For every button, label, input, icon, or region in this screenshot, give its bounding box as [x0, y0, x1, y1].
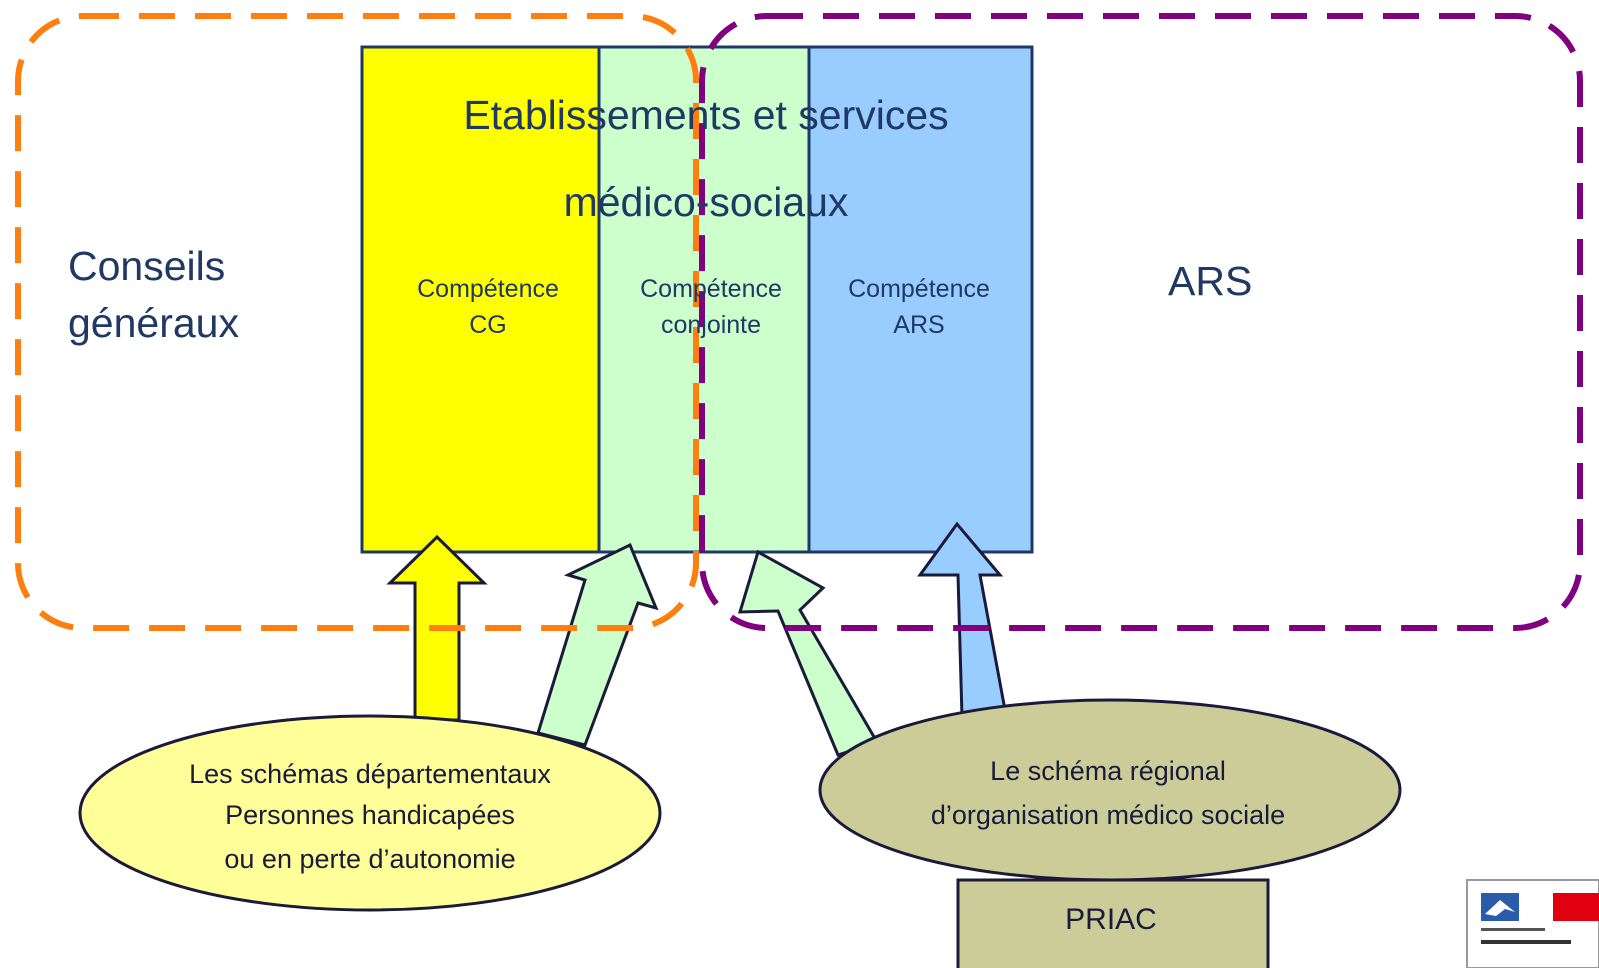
column-ars	[807, 45, 1034, 554]
column-ars-label-line2: ARS	[893, 311, 944, 339]
regional-schema-line2: d’organisation médico sociale	[931, 800, 1285, 830]
column-cg-label-line2: CG	[469, 311, 507, 339]
priac-label: PRIAC	[1065, 903, 1157, 936]
column-cg	[360, 45, 601, 554]
regional-schema-line1: Le schéma régional	[990, 756, 1226, 786]
arrow-dept-conjointe	[536, 542, 659, 747]
departmental-schema-line1: Les schémas départementaux	[189, 759, 551, 789]
column-ars-label-line1: Compétence	[848, 275, 990, 303]
departmental-schema-ellipse	[78, 714, 662, 912]
cg-label-line1: Conseils	[68, 243, 225, 289]
cg-label-line2: généraux	[68, 300, 239, 346]
arrow-regional-conjointe	[737, 549, 880, 757]
ars-region-border	[699, 13, 1583, 631]
establishments-title-line2: médico-sociaux	[564, 179, 849, 225]
priac-box	[956, 878, 1270, 968]
republique-francaise-logo	[1466, 879, 1599, 968]
column-conjointe-label-line1: Compétence	[640, 275, 782, 303]
departmental-schema-line2: Personnes handicapées	[225, 800, 515, 830]
column-conjointe-label-line2: conjointe	[661, 311, 761, 339]
arrow-ars	[917, 521, 1007, 719]
column-cg-label-line1: Compétence	[417, 275, 559, 303]
departmental-schema-line3: ou en perte d’autonomie	[224, 844, 515, 874]
regional-schema-ellipse	[818, 698, 1402, 882]
ars-label: ARS	[1168, 258, 1252, 304]
establishments-title-line1: Etablissements et services	[463, 92, 948, 138]
